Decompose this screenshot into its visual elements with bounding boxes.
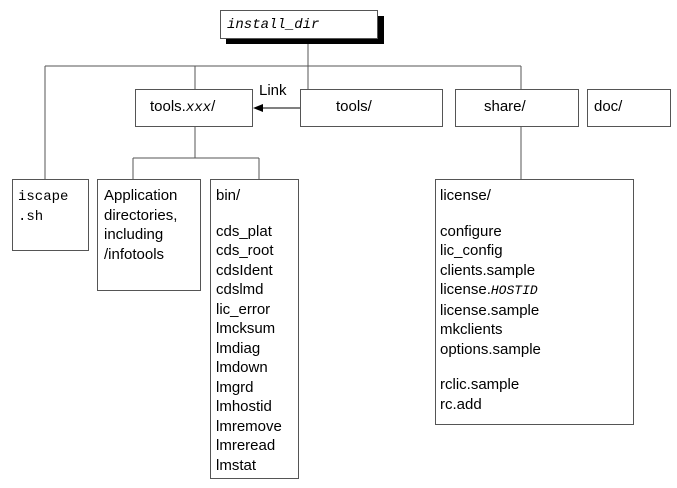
license-item: mkclients (440, 321, 503, 338)
install-dir-box: install_dir (220, 10, 378, 39)
link-arrowhead (253, 104, 263, 112)
bin-item: lmgrd (216, 378, 254, 396)
bin-item: lmcksum (216, 320, 276, 337)
bin-box: bin/ cds_plat cds_root cdsIdent cdslmd l… (210, 179, 299, 479)
bin-title: bin/ (216, 187, 241, 204)
license-item: lic_config (440, 242, 503, 259)
bin-item: lmhostid (216, 398, 272, 415)
application-line: /infotools (104, 245, 165, 263)
license-box: license/ configure lic_config clients.sa… (435, 179, 634, 425)
license-title: license/ (440, 187, 491, 204)
tools-box: tools/ (300, 89, 443, 127)
share-label: share/ (484, 98, 526, 115)
bin-item: lic_error (216, 300, 271, 318)
share-box: share/ (455, 89, 579, 127)
bin-item: lmdown (216, 359, 268, 376)
bin-item: cds_plat (216, 222, 272, 240)
bin-item: cds_root (216, 242, 274, 259)
iscape-line2: .sh (18, 208, 44, 225)
tools-xxx-suffix: / (211, 98, 216, 115)
install-dir-label: install_dir (227, 17, 320, 33)
tools-xxx-italic: xxx (185, 100, 212, 116)
license-item: license.sample (440, 301, 540, 319)
bin-item: cdsIdent (216, 261, 273, 279)
application-box: Application directories, including /info… (97, 179, 201, 291)
license-hostid-item: license.HOSTID (440, 280, 633, 301)
license-hostid-italic: HOSTID (490, 283, 538, 298)
application-line: Application (104, 187, 178, 204)
bin-item: lmremove (216, 417, 282, 435)
tools-xxx-prefix: tools. (150, 98, 186, 115)
tools-xxx-box: tools.xxx/ (135, 89, 253, 127)
bin-item: lmdiag (216, 339, 261, 357)
link-label: Link (259, 82, 287, 99)
application-line: including (104, 226, 164, 243)
license-item: clients.sample (440, 261, 536, 279)
iscape-box: iscape .sh (12, 179, 89, 251)
doc-box: doc/ (587, 89, 671, 127)
bin-item: cdslmd (216, 281, 264, 298)
application-line: directories, (104, 206, 178, 224)
license-hostid-prefix: license. (440, 281, 491, 298)
bin-item: lmstat (216, 456, 257, 474)
license-item: options.sample (440, 340, 541, 358)
doc-label: doc/ (594, 98, 623, 115)
license-item: rclic.sample (440, 376, 520, 393)
tools-label: tools/ (336, 98, 372, 115)
bin-item: lmreread (216, 437, 276, 454)
license-item: configure (440, 222, 502, 240)
iscape-line1: iscape (18, 189, 69, 205)
license-item: rc.add (440, 395, 482, 413)
